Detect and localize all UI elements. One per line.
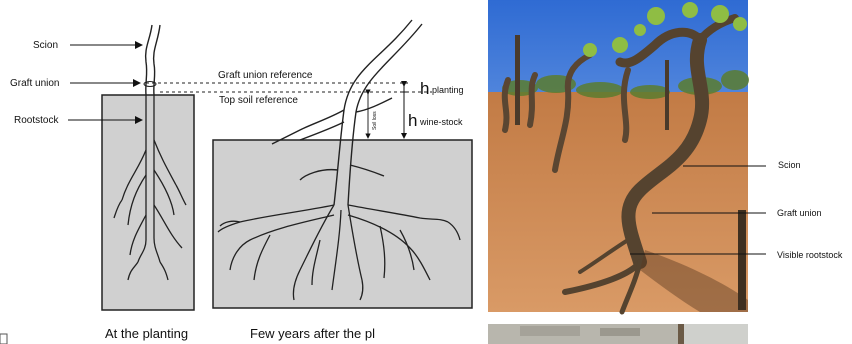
caption-few-years-after: Few years after the pl xyxy=(250,326,375,341)
after-diagram xyxy=(213,20,472,308)
second-photo-strip xyxy=(488,324,748,344)
h-wine-stock-symbol: h xyxy=(408,111,417,130)
callout-graft-union-left: Graft union xyxy=(10,78,140,89)
h-planting-symbol: h xyxy=(420,79,429,98)
soil-block-after xyxy=(213,140,472,308)
h-planting-subscript: planting xyxy=(432,85,464,95)
label-photo-scion: Scion xyxy=(778,160,801,170)
soil-block-planting xyxy=(102,95,194,310)
corner-marker xyxy=(0,334,7,344)
label-scion-left: Scion xyxy=(33,40,58,51)
label-photo-visible-rootstock: Visible rootstock xyxy=(777,250,843,260)
planting-diagram xyxy=(102,25,194,310)
label-graft-union-left: Graft union xyxy=(10,78,59,89)
h-wine-stock-subscript: wine-stock xyxy=(419,117,463,127)
label-soil-loss: Soil loss xyxy=(372,111,378,130)
label-rootstock-left: Rootstock xyxy=(14,115,59,126)
caption-at-the-planting: At the planting xyxy=(105,326,188,341)
label-photo-graft-union: Graft union xyxy=(777,208,822,218)
vineyard-photo xyxy=(488,0,749,312)
label-graft-union-reference: Graft union reference xyxy=(218,70,313,81)
scion-stem-planting xyxy=(146,25,160,95)
label-top-soil-reference: Top soil reference xyxy=(219,95,298,106)
callout-scion-left: Scion xyxy=(33,40,142,51)
